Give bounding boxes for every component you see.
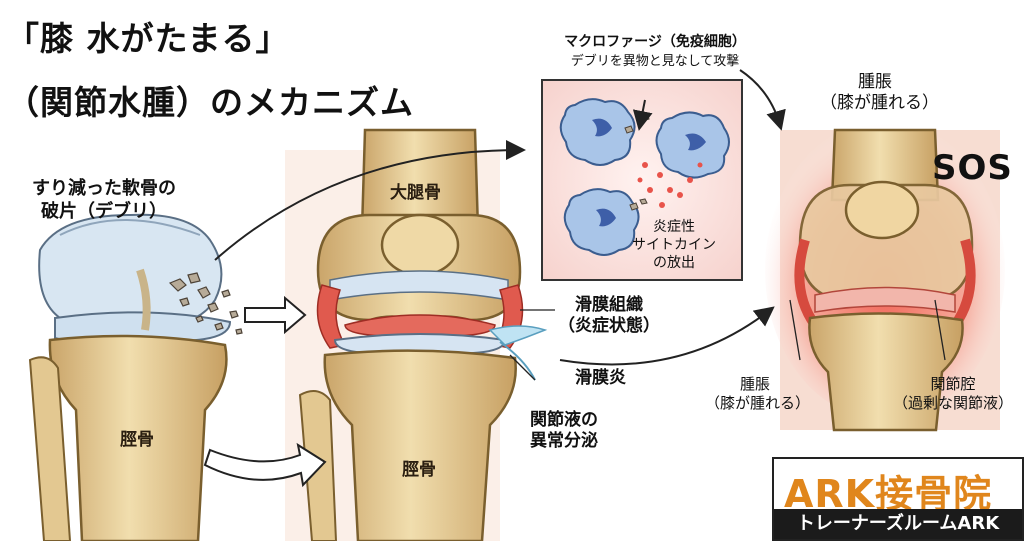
joint-fluid-line-2: 異常分泌 xyxy=(530,431,598,452)
joint-cavity-label: 関節腔 （過剰な関節液） xyxy=(888,375,1018,413)
synovium-line-1: 滑膜組織 xyxy=(575,295,643,315)
right-knee-illustration xyxy=(765,120,1005,432)
cytokine-line-3: の放出 xyxy=(653,255,695,272)
synovium-label: 滑膜組織 （炎症状態） xyxy=(558,295,660,338)
macrophage-desc: デブリを異物と見なして攻撃 xyxy=(570,54,740,69)
swelling-bottom-line-1: 腫脹 xyxy=(739,375,770,393)
debris-label-line-1: すり減った軟骨の xyxy=(32,178,176,199)
block-arrow-bottom xyxy=(203,442,327,488)
cytokine-line-1: 炎症性 xyxy=(653,219,695,235)
title-line-2: （関節水腫）のメカニズム xyxy=(6,83,414,122)
joint-fluid-label: 関節液の 異常分泌 xyxy=(530,410,598,453)
swelling-top-label: 腫脹 （膝が腫れる） xyxy=(820,72,939,115)
flow-arrows xyxy=(214,69,786,366)
cytokine-line-2: サイトカイン xyxy=(632,237,716,254)
cytokine-label: 炎症性 サイトカイン の放出 xyxy=(632,218,716,273)
block-arrow-top xyxy=(244,295,307,335)
joint-cavity-line-2: （過剰な関節液） xyxy=(892,393,1013,412)
swelling-bottom-label: 腫脹 （膝が腫れる） xyxy=(705,375,811,413)
swelling-top-line-2: （膝が腫れる） xyxy=(820,93,939,114)
macrophage-cell-3 xyxy=(563,188,640,256)
macrophage-label: マクロファージ（免疫細胞） xyxy=(564,34,746,50)
debris-label: すり減った軟骨の 破片（デブリ） xyxy=(32,178,176,223)
logo-main-text: ARK接骨院 xyxy=(784,472,993,516)
synovitis-label: 滑膜炎 xyxy=(575,368,626,388)
clinic-logo: ARK接骨院 トレーナーズルームARK xyxy=(772,457,1024,541)
tibia-left-label: 脛骨 xyxy=(120,430,154,450)
left-knee-illustration xyxy=(28,213,243,541)
swelling-top-line-1: 腫脹 xyxy=(858,72,892,92)
logo-sub-text: トレーナーズルームARK xyxy=(774,509,1022,539)
joint-fluid-line-1: 関節液の xyxy=(530,410,598,430)
tibia-middle-label: 脛骨 xyxy=(402,460,436,480)
debris-label-line-2: 破片（デブリ） xyxy=(41,200,167,222)
synovium-line-2: （炎症状態） xyxy=(558,316,660,337)
title-line-1: 「膝 水がたまる」 xyxy=(6,19,290,58)
macrophage-inset xyxy=(541,79,743,281)
macrophage-cell-1 xyxy=(559,98,636,166)
sos-text: SOS xyxy=(932,148,1013,188)
pointer-lines xyxy=(509,299,946,381)
macrophage-cell-2 xyxy=(655,111,730,179)
swelling-bottom-line-2: （膝が腫れる） xyxy=(705,393,811,412)
femur-label: 大腿骨 xyxy=(390,183,441,203)
joint-cavity-line-1: 関節腔 xyxy=(930,375,976,393)
